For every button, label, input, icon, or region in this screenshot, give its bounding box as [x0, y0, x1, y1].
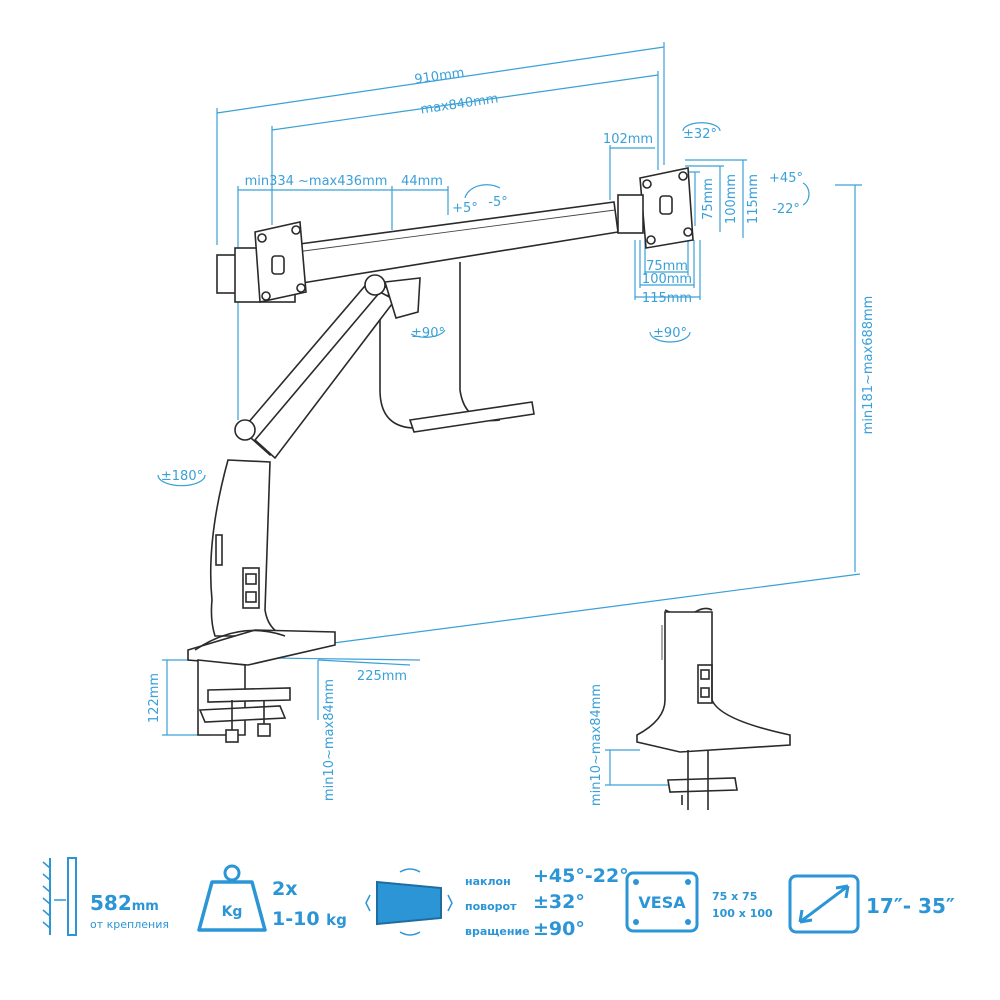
dim-desk-left: min10~max84mm	[322, 679, 337, 801]
dim-vesa-w-115: 115mm	[642, 291, 692, 306]
vesa-icon	[625, 871, 699, 933]
monitor-arm-illustration	[187, 167, 694, 743]
dimension-labels: 910mm max840mm 102mm min334 ~max436mm 44…	[147, 65, 876, 806]
weight-icon	[197, 864, 267, 932]
tilt-value: +45°-22°	[533, 865, 629, 887]
dim-44: 44mm	[401, 174, 443, 189]
dim-swivel-90-right: ±90°	[653, 326, 687, 341]
right-vesa-plate	[639, 167, 694, 249]
dim-tilt-minus5: -5°	[488, 195, 507, 210]
reach-unit: mm	[132, 899, 159, 914]
dim-max840: max840mm	[420, 91, 500, 117]
dim-vesa-w-75: 75mm	[646, 259, 688, 274]
svg-text:582mm: 582mm	[90, 891, 159, 915]
dim-vesa-h-100: 100mm	[724, 174, 739, 224]
vesa-label: VESA	[638, 893, 686, 912]
dim-910: 910mm	[414, 65, 466, 87]
dim-vesa-w-100: 100mm	[642, 272, 692, 287]
svg-text:1-10 kg: 1-10 kg	[272, 908, 347, 930]
swivel-value: ±32°	[533, 891, 585, 913]
dim-rot-32: ±32°	[683, 127, 717, 142]
wall-reach-icon	[42, 857, 77, 936]
screen-range: 17″- 35″	[866, 894, 955, 918]
weight-icon-label: Kg	[222, 904, 243, 920]
dim-desk-right: min10~max84mm	[589, 684, 604, 806]
dim-tilt-minus22: -22°	[772, 202, 800, 217]
vesa-size-1: 75 x 75	[712, 890, 757, 903]
dim-swivel-90-mid: ±90°	[411, 326, 445, 341]
dim-vesa-h-75: 75mm	[701, 178, 716, 220]
rotation-arrows	[157, 122, 810, 487]
screen-diagonal-icon	[788, 874, 860, 934]
dim-tilt-plus45: +45°	[769, 171, 803, 186]
swivel-label: поворот	[465, 900, 517, 913]
tilt-label: наклон	[465, 875, 511, 888]
reach-caption: от крепления	[90, 918, 169, 931]
tilt-screen-icon	[365, 868, 453, 936]
reach-value: 582	[90, 891, 132, 915]
side-view-illustration	[636, 607, 791, 810]
vesa-size-2: 100 x 100	[712, 907, 773, 920]
weight-range: 1-10	[272, 908, 320, 930]
dim-102: 102mm	[603, 132, 653, 147]
spec-bar: 582mm от крепления Kg 2x 1-10 kg наклон …	[42, 857, 955, 940]
dim-height-range: min181~max688mm	[861, 296, 876, 435]
dim-334-436: min334 ~max436mm	[245, 174, 388, 189]
rotate-value: ±90°	[533, 918, 585, 940]
rotate-label: вращение	[465, 925, 530, 938]
weight-count: 2x	[272, 878, 297, 900]
dim-tilt-plus5: +5°	[452, 201, 478, 216]
dim-vesa-h-115: 115mm	[746, 174, 761, 224]
weight-unit: kg	[326, 911, 347, 929]
dim-base-225: 225mm	[357, 669, 407, 684]
left-vesa-plate	[254, 221, 307, 303]
dim-clamp-122: 122mm	[147, 673, 162, 723]
dim-swivel-180: ±180°	[161, 469, 203, 484]
